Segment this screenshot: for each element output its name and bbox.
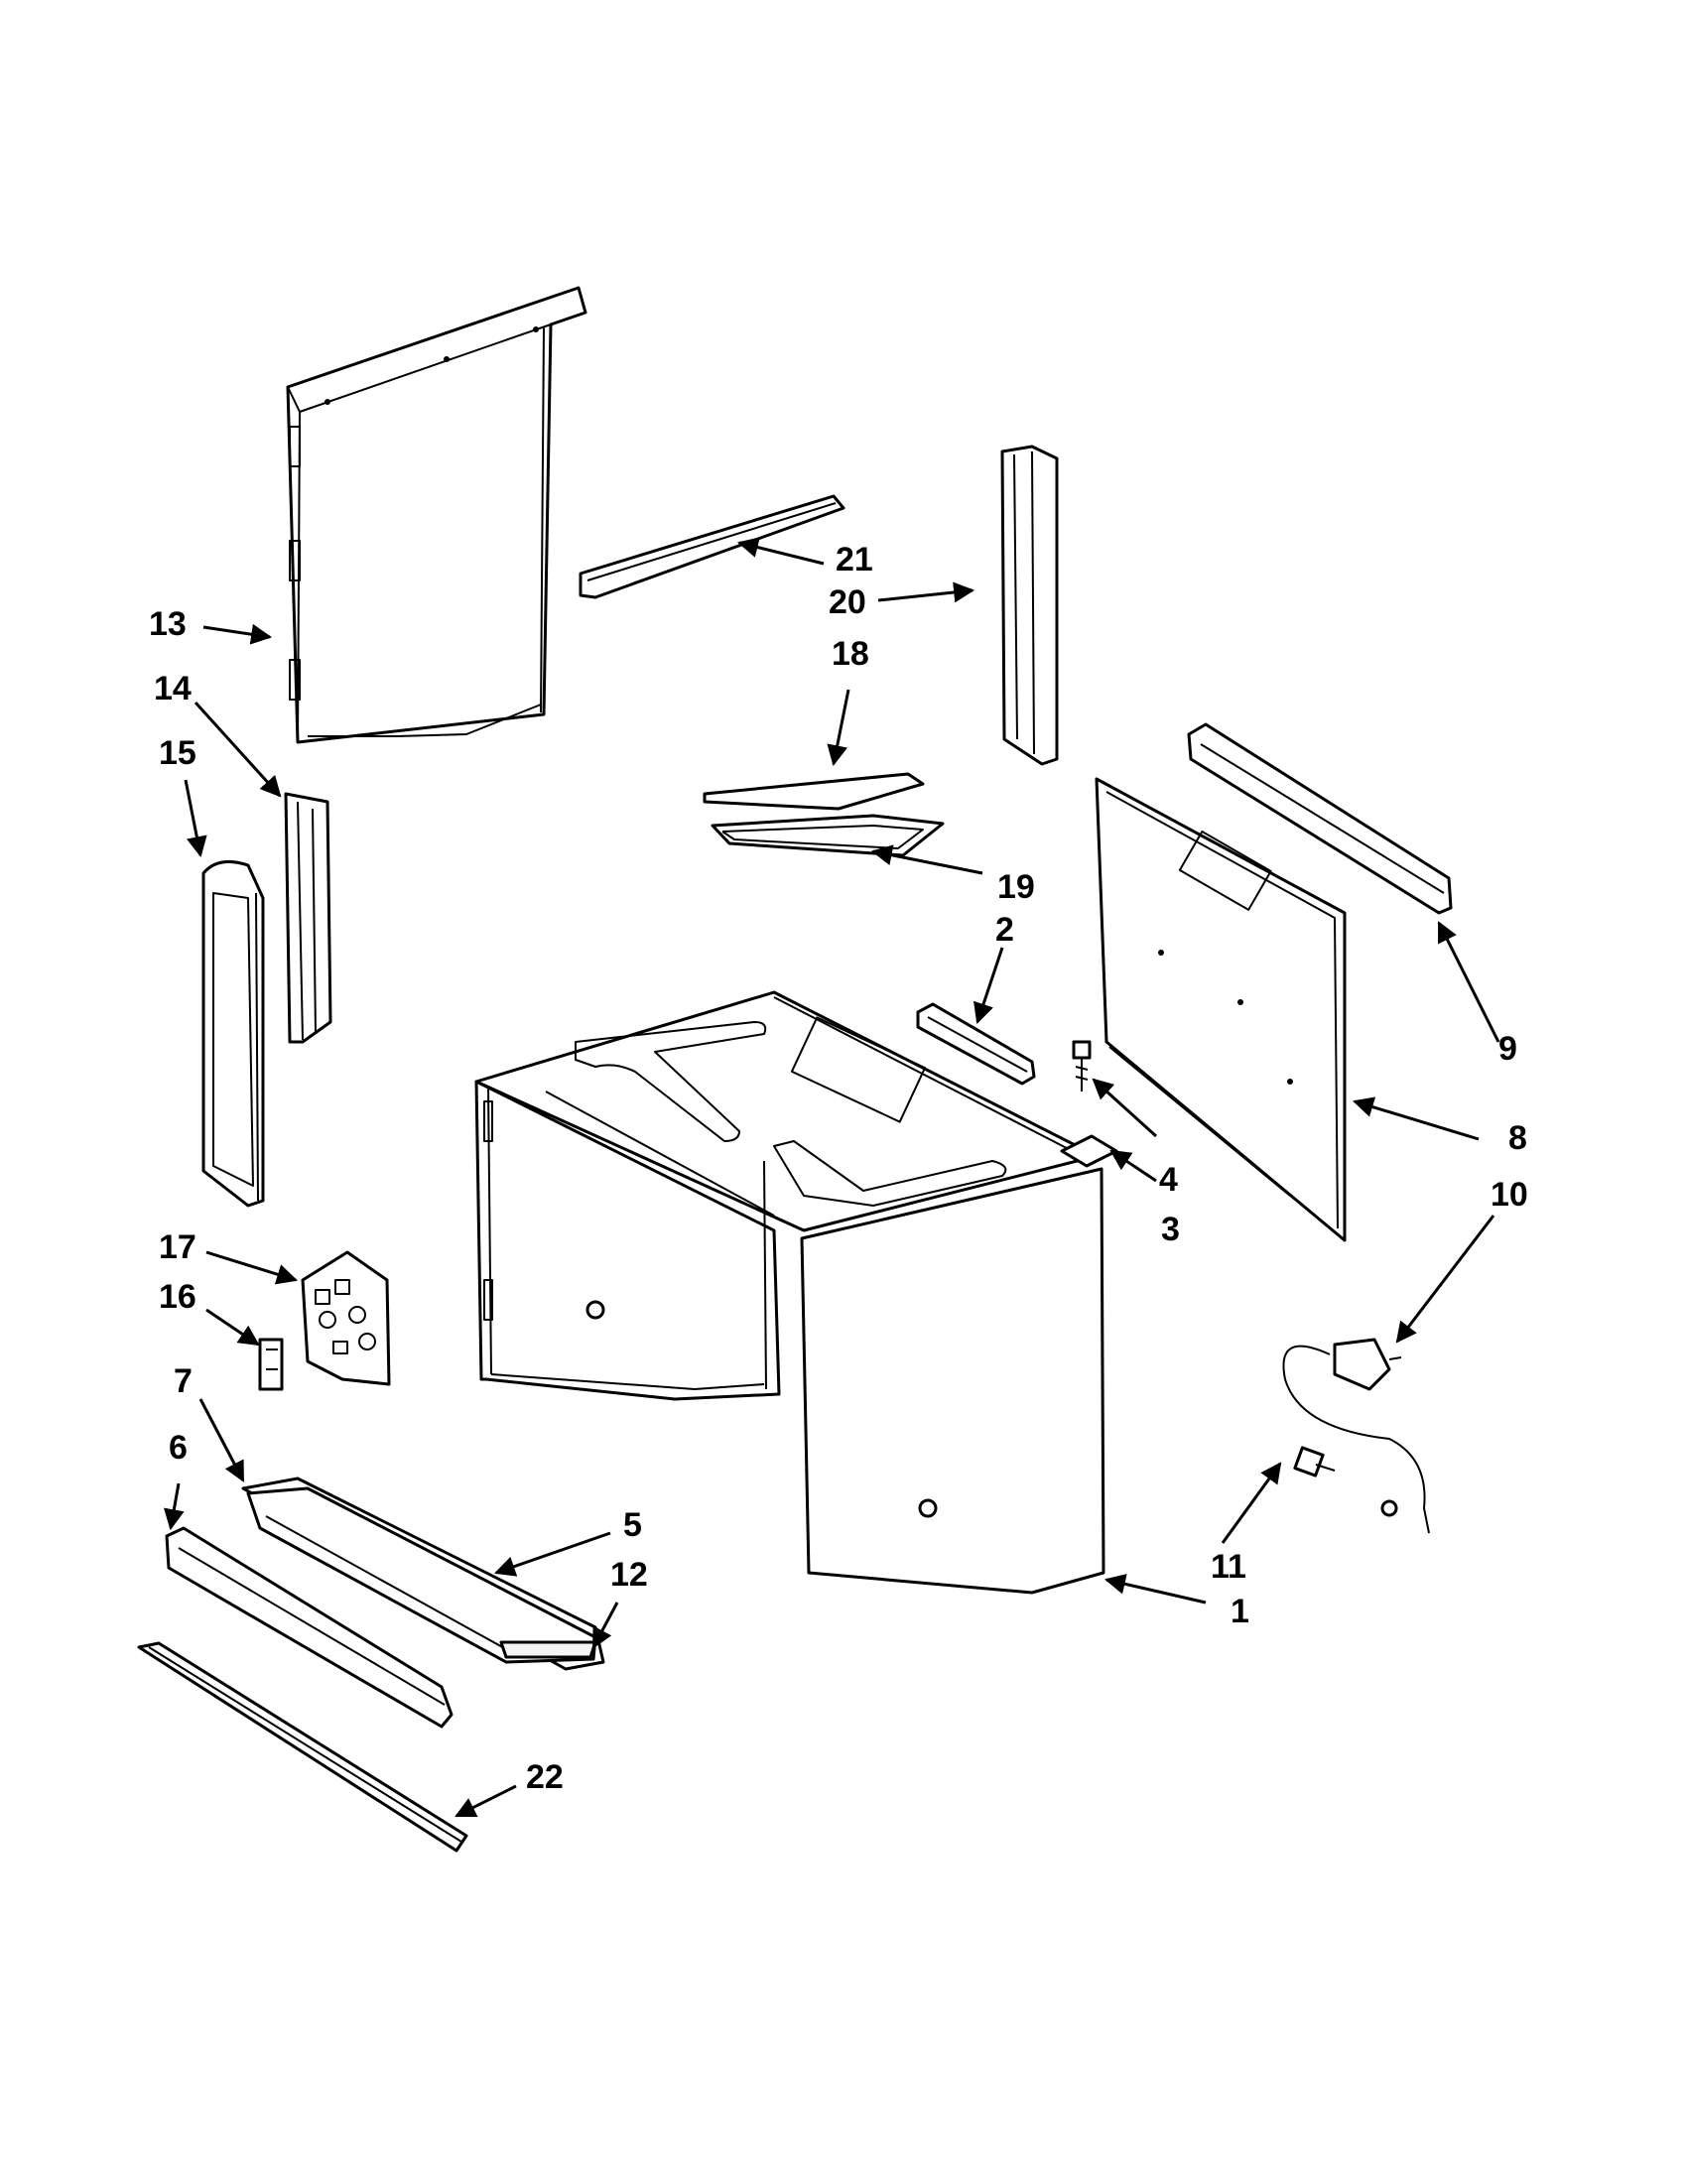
part-20-channel: [1000, 445, 1059, 766]
part-17-control-board: [301, 1250, 391, 1386]
callout-9: 9: [1498, 1030, 1517, 1068]
part-18-duct-strip: [703, 772, 925, 811]
callout-10: 10: [1491, 1176, 1528, 1214]
callout-15: 15: [159, 734, 196, 772]
part-9-mounting-rail: [1187, 722, 1453, 915]
part-4-screw: [1072, 1040, 1092, 1092]
part-1-main-housing: [474, 990, 1105, 1595]
callout-20: 20: [829, 583, 866, 621]
callout-19: 19: [997, 868, 1035, 906]
part-12-grille-insert: [499, 1640, 597, 1659]
part-8-back-panel: [1095, 777, 1347, 1242]
callout-4: 4: [1159, 1161, 1178, 1199]
callout-8: 8: [1508, 1119, 1527, 1157]
callout-11: 11: [1211, 1548, 1246, 1586]
part-14-side-bracket: [284, 792, 332, 1044]
callout-21: 21: [836, 541, 873, 578]
part-13-top-panel: [286, 286, 587, 744]
part-19-duct-tray: [711, 814, 945, 857]
callout-6: 6: [169, 1429, 188, 1467]
callout-1: 1: [1231, 1593, 1249, 1630]
callout-5: 5: [623, 1506, 642, 1544]
callout-22: 22: [526, 1758, 564, 1796]
callout-13: 13: [149, 605, 187, 643]
callout-2: 2: [995, 911, 1014, 949]
callout-3: 3: [1161, 1211, 1180, 1248]
part-21-bar: [579, 494, 845, 599]
part-15-left-panel: [201, 859, 265, 1208]
part-16-switch: [258, 1338, 284, 1391]
callout-14: 14: [154, 670, 192, 707]
callout-17: 17: [159, 1228, 196, 1266]
part-22-trim-strip: [137, 1641, 468, 1853]
callout-12: 12: [610, 1556, 648, 1594]
part-11-screw: [1293, 1446, 1336, 1477]
callout-18: 18: [832, 635, 869, 673]
callout-labels: 13 14 15 17 16 7 6 5 12 22 1 11 10 2 4 3…: [149, 541, 1528, 1796]
callout-7: 7: [174, 1362, 193, 1400]
callout-16: 16: [159, 1278, 196, 1316]
leader-lines: [163, 537, 1500, 1818]
part-10-power-cord: [1282, 1338, 1430, 1534]
part-2-bracket: [916, 1002, 1036, 1086]
